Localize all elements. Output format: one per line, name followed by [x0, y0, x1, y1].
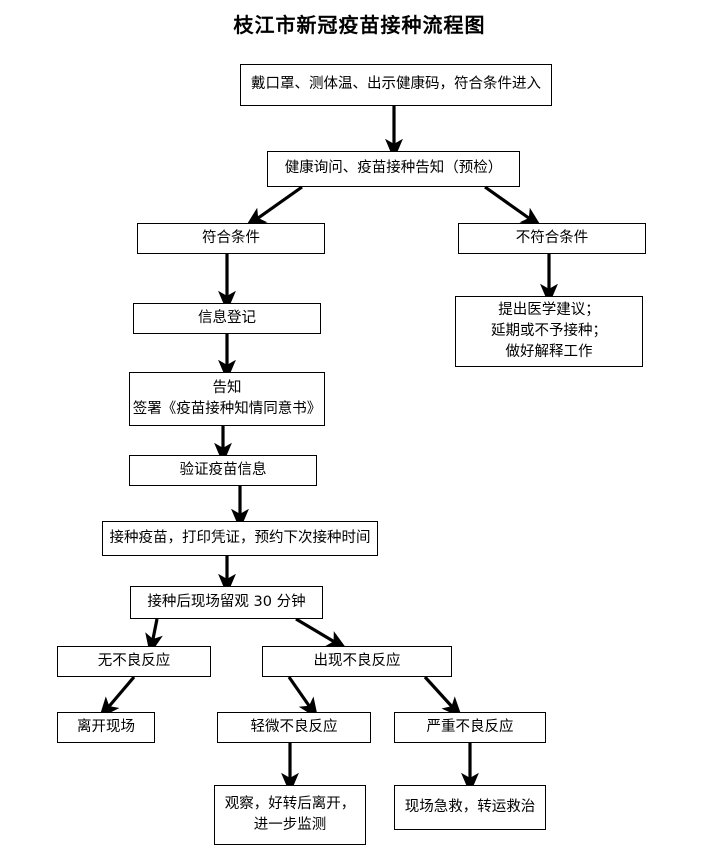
flow-node-label: 健康询问、疫苗接种告知（预检） — [284, 160, 503, 177]
flow-node-label: 接种疫苗，打印凭证，预约下次接种时间 — [109, 529, 371, 546]
flow-node-n1: 戴口罩、测体温、出示健康码，符合条件进入 — [240, 64, 552, 106]
flow-edge-n11-to-n13 — [98, 675, 136, 719]
flow-node-n11: 无不良反应 — [57, 646, 211, 677]
flow-edge-n12-to-n15 — [423, 675, 463, 719]
flow-node-label: 观察，好转后离开，进一步监测 — [224, 795, 356, 833]
flow-node-n13: 离开现场 — [57, 712, 155, 743]
flow-node-n17: 现场急救，转运救治 — [394, 785, 546, 830]
flow-node-label: 离开现场 — [77, 718, 135, 735]
flow-node-label: 戴口罩、测体温、出示健康码，符合条件进入 — [251, 76, 541, 93]
flow-node-label: 提出医学建议；延期或不予接种；做好解释工作 — [491, 301, 607, 360]
flow-edge-n12-to-n14 — [287, 676, 319, 719]
flow-node-label: 验证疫苗信息 — [179, 461, 267, 478]
flow-node-n7: 告知签署《疫苗接种知情同意书》 — [129, 372, 325, 426]
flow-node-label: 信息登记 — [198, 309, 256, 326]
flow-node-label: 现场急救，转运救治 — [404, 798, 536, 815]
flow-node-n2: 健康询问、疫苗接种告知（预检） — [267, 151, 520, 187]
flow-node-n14: 轻微不良反应 — [217, 712, 371, 743]
flow-node-n12: 出现不良反应 — [262, 646, 452, 677]
flow-edge-n2-to-n4 — [484, 185, 542, 228]
flow-node-label: 接种后现场留观 30 分钟 — [147, 593, 306, 610]
flow-node-label: 告知签署《疫苗接种知情同意书》 — [132, 379, 322, 417]
flow-edge-n10-to-n12 — [295, 617, 348, 650]
flow-node-n15: 严重不良反应 — [394, 712, 546, 743]
flow-node-label: 无不良反应 — [97, 652, 171, 669]
page-title: 枝江市新冠疫苗接种流程图 — [233, 13, 486, 37]
flow-node-n10: 接种后现场留观 30 分钟 — [130, 586, 323, 619]
flow-node-n9: 接种疫苗，打印凭证，预约下次接种时间 — [102, 521, 378, 556]
flow-edge-n10-to-n11 — [145, 618, 163, 655]
flow-node-n3: 符合条件 — [137, 223, 325, 254]
flow-node-label: 出现不良反应 — [313, 652, 401, 669]
flow-node-n4: 不符合条件 — [458, 223, 646, 254]
flow-node-label: 不符合条件 — [515, 229, 589, 246]
flow-node-n16: 观察，好转后离开，进一步监测 — [214, 785, 366, 845]
flow-node-n6: 提出医学建议；延期或不予接种；做好解释工作 — [455, 296, 643, 367]
flow-node-label: 符合条件 — [202, 229, 260, 246]
flow-edge-n2-to-n3 — [245, 185, 303, 228]
flow-node-label: 轻微不良反应 — [250, 718, 338, 735]
flow-node-label: 严重不良反应 — [426, 718, 514, 735]
flow-node-n5: 信息登记 — [133, 303, 321, 334]
flow-node-n8: 验证疫苗信息 — [129, 455, 317, 486]
